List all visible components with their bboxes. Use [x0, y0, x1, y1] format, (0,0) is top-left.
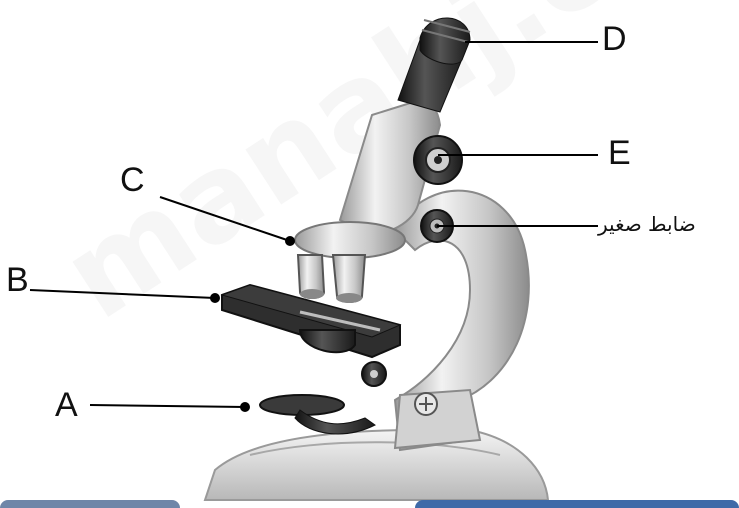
leader-line-b	[30, 290, 215, 298]
bottom-bar-left	[0, 500, 180, 508]
label-b: B	[6, 263, 29, 297]
bottom-bar-right	[415, 500, 739, 508]
arm	[395, 191, 529, 450]
leader-line-a	[90, 405, 245, 407]
label-fine-focus: ضابط صغير	[598, 212, 738, 236]
leader-line-c	[160, 197, 290, 241]
stage-platform	[222, 285, 400, 386]
label-c: C	[120, 163, 145, 197]
mirror	[260, 395, 375, 434]
base	[205, 430, 548, 500]
nosepiece	[295, 222, 405, 303]
label-e: E	[608, 136, 631, 170]
coarse-focus-knob	[414, 136, 462, 184]
label-d: D	[602, 22, 627, 56]
label-a: A	[55, 388, 78, 422]
